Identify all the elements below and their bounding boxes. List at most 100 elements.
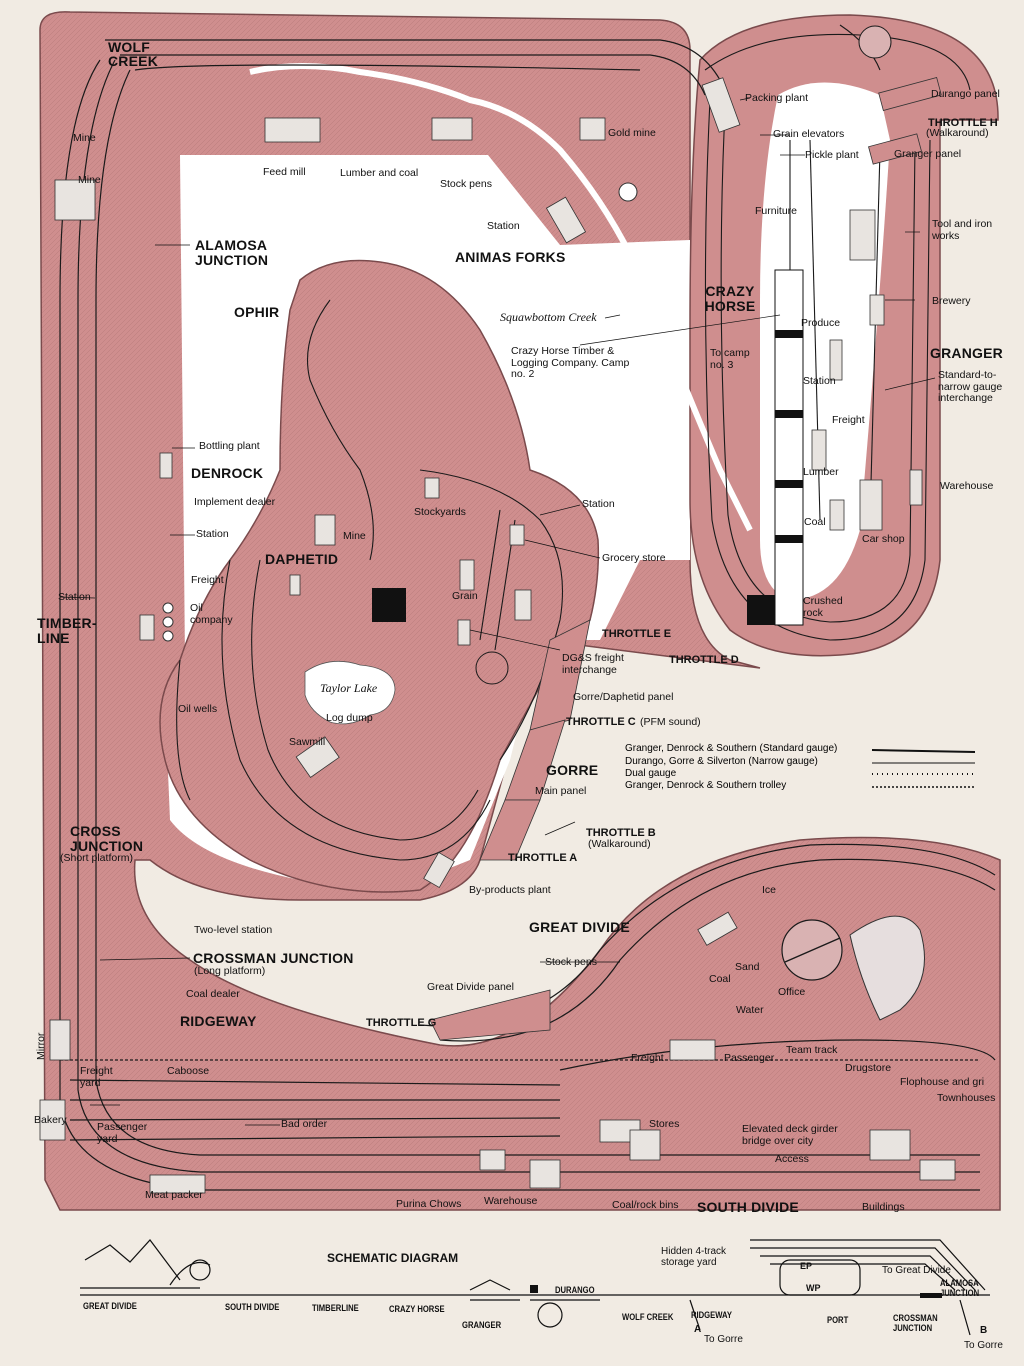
caboose-label: Caboose bbox=[167, 1065, 210, 1077]
gold-mine-label: Gold mine bbox=[608, 127, 656, 139]
throttle-a-label[interactable]: THROTTLE A bbox=[508, 852, 578, 864]
hidden-storage-label: Hidden 4-track storage yard bbox=[661, 1246, 727, 1268]
implement-dealer-label: Implement dealer bbox=[194, 496, 276, 508]
crossman-junction-label: CROSSMAN JUNCTION bbox=[193, 950, 354, 966]
townhouses-label: Townhouses bbox=[937, 1092, 996, 1104]
sch-b-to-gorre: To Gorre bbox=[964, 1340, 1003, 1351]
main-panel-label: Main panel bbox=[535, 785, 587, 797]
sch-timberline: TIMBERLINE bbox=[312, 1303, 359, 1313]
great-divide-label: GREAT DIVIDE bbox=[529, 919, 630, 935]
throttle-e-label[interactable]: THROTTLE E bbox=[602, 628, 672, 640]
gorre-daphetid-panel-label: Gorre/Daphetid panel bbox=[573, 691, 674, 703]
freight-granger-label: Freight bbox=[832, 414, 865, 426]
oil-wells-label: Oil wells bbox=[178, 703, 218, 715]
crazy-horse-timber-label: Crazy Horse Timber & Logging Company. Ca… bbox=[511, 345, 630, 381]
throttle-g-label[interactable]: THROTTLE G bbox=[366, 1017, 437, 1029]
two-level-station-label: Two-level station bbox=[194, 924, 273, 936]
long-platform-label: (Long platform) bbox=[194, 965, 266, 977]
sawmill-label: Sawmill bbox=[289, 736, 326, 748]
ep-label: EP bbox=[800, 1261, 813, 1271]
timberline-label: TIMBER-LINE bbox=[37, 615, 97, 646]
throttle-b-sub-label: (Walkaround) bbox=[588, 838, 651, 850]
crazy-horse-bridge bbox=[774, 269, 804, 626]
great-divide-panel-label: Great Divide panel bbox=[427, 981, 514, 993]
denrock-label: DENROCK bbox=[191, 465, 264, 481]
durango-panel-label: Durango panel bbox=[931, 88, 1000, 100]
throttle-b-label[interactable]: THROTTLE B bbox=[586, 827, 656, 839]
ophir-label: OPHIR bbox=[234, 304, 280, 320]
taylor-lake bbox=[304, 660, 396, 725]
team-track-label: Team track bbox=[786, 1044, 838, 1056]
passenger-gd-label: Passenger bbox=[724, 1052, 775, 1064]
taylor-lake-label: Taylor Lake bbox=[320, 681, 378, 695]
crushed-rock-label: Crushed rock bbox=[803, 595, 843, 619]
squawbottom-creek-stream bbox=[249, 63, 753, 532]
tool-and-iron-label: Tool and iron works bbox=[932, 218, 993, 242]
coal-dealer-label: Coal dealer bbox=[186, 988, 240, 1000]
stock-pens-top-label: Stock pens bbox=[440, 178, 492, 190]
schematic-lines bbox=[80, 1239, 990, 1336]
feed-mill-label: Feed mill bbox=[263, 166, 306, 178]
peninsula-tracks bbox=[176, 299, 564, 861]
to-great-divide-label: To Great Divide bbox=[882, 1265, 951, 1276]
crazy-horse-label: CRAZY HORSE bbox=[704, 283, 756, 314]
sch-granger: GRANGER bbox=[462, 1320, 502, 1330]
meat-packer-label: Meat packer bbox=[145, 1189, 203, 1201]
coal-rock-bins-label: Coal/rock bins bbox=[612, 1199, 679, 1211]
sch-ridgeway: RIDGEWAY bbox=[691, 1310, 732, 1320]
grain-label: Grain bbox=[452, 590, 478, 602]
oil-company-label: Oil company bbox=[190, 602, 233, 626]
sch-port: PORT bbox=[827, 1315, 849, 1325]
alamosa-junction-label: ALAMOSA JUNCTION bbox=[195, 237, 269, 268]
wolf-creek-label: WOLF CREEK bbox=[108, 39, 159, 69]
freight-denrock-label: Freight bbox=[191, 574, 224, 586]
animas-forks-label: ANIMAS FORKS bbox=[455, 249, 566, 265]
bottling-plant-label: Bottling plant bbox=[199, 440, 260, 452]
bakery-label: Bakery bbox=[34, 1114, 67, 1126]
legend-symbols bbox=[871, 749, 976, 788]
std-narrow-label: Standard-to-narrow gauge interchange bbox=[938, 369, 1003, 405]
warehouse-granger-label: Warehouse bbox=[940, 480, 994, 492]
packing-plant-label: Packing plant bbox=[745, 92, 809, 104]
daphetid-label: DAPHETID bbox=[265, 551, 339, 567]
freight-yard-label: Freight yard bbox=[80, 1065, 113, 1089]
mirror-label: Mirror bbox=[35, 1032, 47, 1060]
main-tracks bbox=[59, 39, 996, 1191]
station-timberline-label: Station bbox=[58, 591, 91, 603]
throttle-d-label[interactable]: THROTTLE D bbox=[669, 654, 739, 666]
wp-label: WP bbox=[806, 1283, 821, 1293]
sch-a-to-gorre: To Gorre bbox=[704, 1334, 743, 1345]
mine-lower-label: Mine bbox=[78, 174, 101, 186]
throttle-c-label[interactable]: THROTTLE C bbox=[566, 716, 636, 728]
throttle-h-label[interactable]: THROTTLE H bbox=[928, 117, 998, 129]
granger-panel-label: Granger panel bbox=[894, 148, 962, 160]
stockyards-label: Stockyards bbox=[414, 506, 466, 518]
roundhouse bbox=[849, 915, 925, 1021]
pickle-plant-label: Pickle plant bbox=[805, 149, 859, 161]
produce-label: Produce bbox=[801, 317, 841, 329]
sch-great-divide: GREAT DIVIDE bbox=[83, 1301, 137, 1311]
flophouse-label: Flophouse and gri bbox=[900, 1076, 985, 1088]
tunnel-block bbox=[372, 588, 406, 622]
water-label: Water bbox=[736, 1004, 764, 1016]
sch-alamosa-junction: ALAMOSA JUNCTION bbox=[940, 1278, 980, 1298]
legend-narrow-gauge: Durango, Gorre & Silverton (Narrow gauge… bbox=[625, 756, 818, 767]
to-camp-label: To camp no. 3 bbox=[710, 347, 750, 371]
sand-label: Sand bbox=[735, 961, 760, 973]
south-divide-label: SOUTH DIVIDE bbox=[697, 1199, 799, 1215]
ridgeway-label: RIDGEWAY bbox=[180, 1013, 257, 1029]
office-label: Office bbox=[778, 986, 806, 998]
control-panels bbox=[429, 77, 942, 1041]
sch-b-marker: B bbox=[980, 1325, 988, 1336]
legend-standard-gauge: Granger, Denrock & Southern (Standard ga… bbox=[625, 743, 838, 754]
schematic-sunburst bbox=[530, 1285, 942, 1298]
sch-south-divide: SOUTH DIVIDE bbox=[225, 1302, 280, 1312]
lumber-and-coal-label: Lumber and coal bbox=[340, 167, 419, 179]
crushed-rock-block bbox=[747, 595, 777, 625]
grain-elevators-label: Grain elevators bbox=[773, 128, 845, 140]
sch-wolf-creek: WOLF CREEK bbox=[622, 1312, 674, 1322]
durango-turntable bbox=[858, 25, 892, 59]
ice-label: Ice bbox=[762, 884, 777, 896]
station-granger-label: Station bbox=[803, 375, 836, 387]
